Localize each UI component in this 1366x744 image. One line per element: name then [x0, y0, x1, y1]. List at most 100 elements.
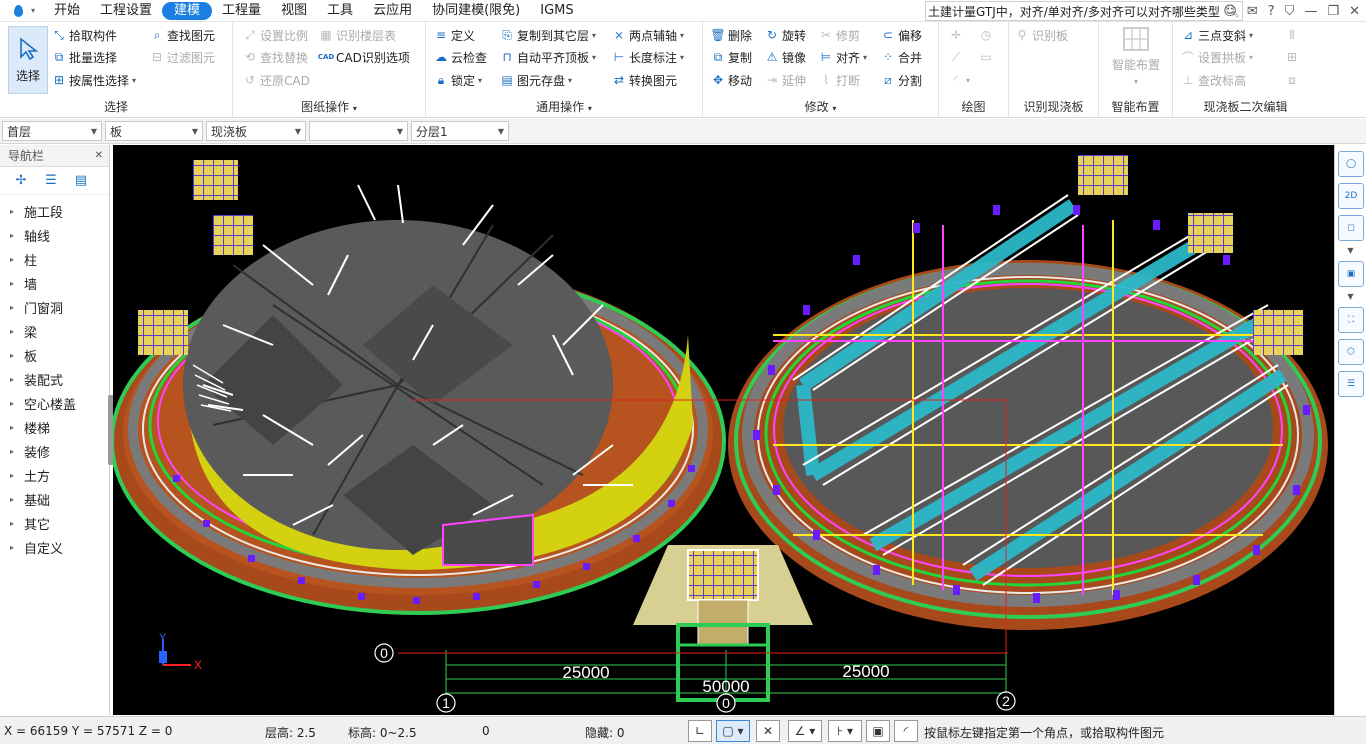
component-select[interactable]: ▼	[309, 121, 408, 141]
move-button[interactable]: ✥移动	[712, 73, 753, 88]
detail-view-icon[interactable]: ▤	[74, 173, 88, 188]
recognize-slab-button[interactable]: ⚲识别板	[1015, 25, 1068, 45]
chevron-down-icon[interactable]: ▾	[832, 104, 837, 113]
slab-edit-extra-2[interactable]: ⊞	[1285, 47, 1299, 67]
break-button[interactable]: ⌇打断	[819, 70, 860, 90]
close-icon[interactable]: ✕	[94, 150, 103, 161]
pump-cap[interactable]	[213, 215, 253, 255]
arc-toggle[interactable]: ◜	[894, 720, 918, 742]
three-point-slope-button[interactable]: ⊿三点变斜▾	[1182, 28, 1254, 43]
chat-icon[interactable]: ✉	[1246, 3, 1258, 19]
cloud-check-button[interactable]: ☁云检查	[435, 50, 488, 65]
left-tank[interactable]	[113, 160, 726, 615]
pump-cap[interactable]	[138, 310, 188, 355]
align-button[interactable]: ⊨对齐▾	[820, 50, 868, 65]
close-icon[interactable]: ✕	[1349, 3, 1360, 19]
offset-button[interactable]: ⊂偏移	[882, 28, 923, 43]
pick-component-button[interactable]: ⤡拾取构件	[52, 25, 117, 45]
floor-select[interactable]: 首层▼	[2, 121, 102, 141]
expand-icon[interactable]: ▸	[10, 542, 15, 552]
expand-icon[interactable]: ▸	[10, 446, 15, 456]
check-elevation-button[interactable]: ⊥查改标高	[1182, 73, 1247, 88]
category-select[interactable]: 板▼	[105, 121, 203, 141]
select-button[interactable]: 选择	[8, 26, 48, 94]
length-annotation-button[interactable]: ⊢长度标注▾	[613, 50, 685, 65]
find-replace-button[interactable]: ⟲查找替换	[244, 50, 309, 65]
expand-icon[interactable]: ▸	[10, 326, 15, 336]
expand-icon[interactable]: ▸	[10, 302, 15, 312]
expand-icon[interactable]: ▸	[10, 422, 15, 432]
lock-button[interactable]: 🔒︎锁定▾	[434, 70, 482, 90]
select-by-attribute-button[interactable]: ⊞按属性选择▾	[53, 73, 137, 88]
draw-rectangle-button[interactable]: ▭	[979, 47, 993, 67]
dynamic-input-toggle[interactable]: ▣	[866, 720, 890, 742]
pump-cap[interactable]	[193, 160, 238, 200]
nav-item-slab[interactable]: ▸板	[10, 349, 38, 365]
snap-rect-toggle[interactable]: ▢ ▾	[716, 720, 750, 742]
slab-edit-extra-3[interactable]: ⧈	[1285, 70, 1299, 90]
expand-icon[interactable]: ▸	[10, 278, 15, 288]
mirror-button[interactable]: ⚠镜像	[766, 50, 807, 65]
nav-item-column[interactable]: ▸柱	[10, 253, 38, 269]
center-pump-room[interactable]	[633, 545, 813, 702]
right-tank[interactable]	[728, 155, 1328, 630]
pump-cap[interactable]	[1253, 310, 1303, 355]
nav-item-prefab[interactable]: ▸装配式	[10, 373, 64, 389]
panel-splitter-handle[interactable]	[108, 395, 114, 465]
menu-tab-start[interactable]: 开始	[54, 2, 81, 18]
element-save-button[interactable]: ▤图元存盘▾	[501, 73, 573, 88]
merge-button[interactable]: ⁘合并	[882, 50, 923, 65]
zoom-extent-button[interactable]: ⛶	[1338, 307, 1364, 333]
type-select[interactable]: 现浇板▼	[206, 121, 306, 141]
nav-item-decoration[interactable]: ▸装修	[10, 445, 51, 461]
restore-icon[interactable]: ❐	[1327, 3, 1340, 19]
pump-cap[interactable]	[1078, 155, 1128, 195]
expand-icon[interactable]: ▸	[10, 470, 15, 480]
shirt-icon[interactable]: ⛉	[1284, 3, 1295, 19]
expand-icon[interactable]: ▸	[10, 230, 15, 240]
expand-icon[interactable]: ▸	[10, 350, 15, 360]
set-ratio-button[interactable]: ⤢设置比例	[243, 25, 308, 45]
nav-item-foundation[interactable]: ▸基础	[10, 493, 51, 509]
offset-toggle[interactable]: ⊦ ▾	[828, 720, 862, 742]
list-view-icon[interactable]: ☰	[45, 173, 57, 188]
smart-layout-button[interactable]: 智能布置 ▾	[1106, 26, 1166, 86]
expand-icon[interactable]: ▸	[10, 518, 15, 528]
nav-item-construction-section[interactable]: ▸施工段	[10, 205, 64, 221]
expand-icon[interactable]: ▸	[10, 374, 15, 384]
add-icon[interactable]: ✢	[15, 173, 27, 188]
search-icon[interactable]: 🔍︎	[1224, 4, 1240, 18]
draw-arc-button[interactable]: ◜▾	[949, 70, 970, 90]
chevron-down-icon[interactable]: ▾	[352, 104, 357, 113]
view-cube-button[interactable]: ⬡	[1338, 339, 1364, 365]
menu-tab-view[interactable]: 视图	[281, 2, 308, 18]
nav-item-wall[interactable]: ▸墙	[10, 277, 38, 293]
copy-button[interactable]: ⧉复制	[711, 47, 752, 67]
two-point-axis-button[interactable]: ⨯两点辅轴▾	[613, 28, 685, 43]
draw-line-button[interactable]: ⟋	[949, 47, 963, 67]
angle-toggle[interactable]: ∠ ▾	[788, 720, 822, 742]
cross-snap-toggle[interactable]: ✕	[756, 720, 780, 742]
draw-rotate-point-button[interactable]: ◷	[979, 25, 993, 45]
view-3d-button[interactable]: ◻	[1338, 215, 1364, 241]
user-icon[interactable]: ☺	[1223, 3, 1237, 19]
chevron-down-icon[interactable]: ▼	[1347, 292, 1354, 301]
define-button[interactable]: ≡定义	[435, 28, 476, 43]
set-arch-slab-button[interactable]: ⌒设置拱板▾	[1181, 50, 1254, 65]
nav-item-beam[interactable]: ▸梁	[10, 325, 38, 341]
filter-element-button[interactable]: ⊟过滤图元	[151, 50, 216, 65]
model-3d-view[interactable]: 25000 25000 50000 1 0 2 0 Y X	[113, 145, 1334, 715]
help-search-input[interactable]: 土建计量GTJ中，对齐/单对齐/多对齐可以对齐哪些类型	[928, 4, 1220, 19]
menu-tab-cloud[interactable]: 云应用	[373, 2, 413, 18]
expand-icon[interactable]: ▸	[10, 398, 15, 408]
delete-button[interactable]: 🗑︎删除	[710, 28, 753, 43]
extend-button[interactable]: ⇥延伸	[766, 73, 807, 88]
rotate-button[interactable]: ↻旋转	[766, 28, 807, 43]
help-search-box[interactable]: 土建计量GTJ中，对齐/单对齐/多对齐可以对齐哪些类型 🔍︎	[925, 1, 1243, 21]
batch-select-button[interactable]: ⧉批量选择	[52, 47, 117, 67]
nav-item-hollow-floor[interactable]: ▸空心楼盖	[10, 397, 77, 413]
menu-tab-tools[interactable]: 工具	[327, 2, 354, 18]
view-layer-button[interactable]: ▣	[1338, 261, 1364, 287]
help-icon[interactable]: ?	[1267, 3, 1275, 19]
menu-tab-project-settings[interactable]: 工程设置	[100, 2, 153, 18]
